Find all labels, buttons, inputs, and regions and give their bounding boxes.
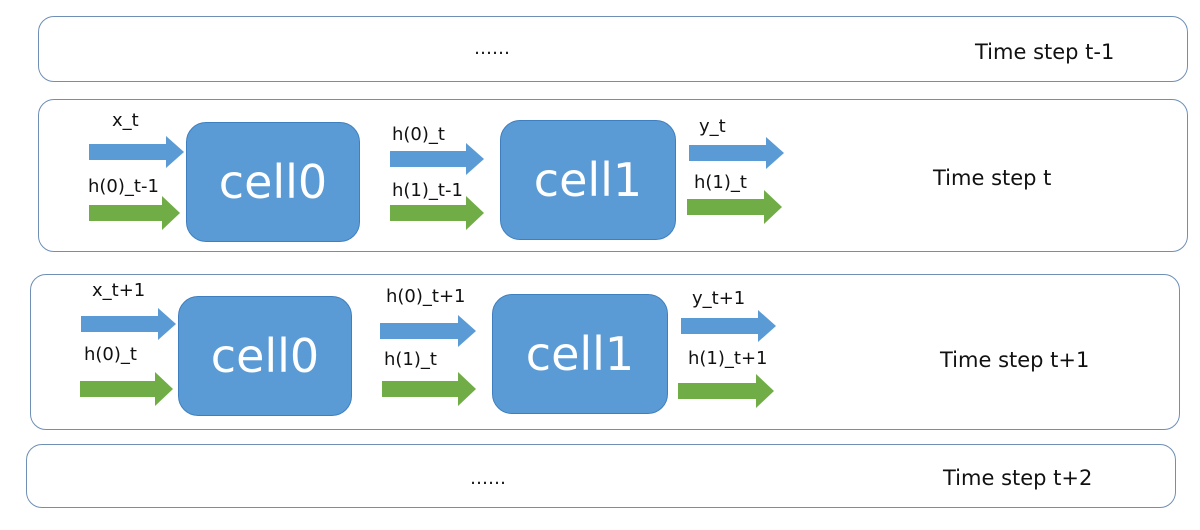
mid-h0-label: h(0)_t [392, 124, 445, 145]
ellipsis: …… [474, 38, 510, 59]
cell1-box: cell1 [500, 120, 676, 240]
timestep-label: Time step t-1 [975, 40, 1115, 64]
cell0-box: cell0 [178, 296, 352, 416]
timestep-row-t-minus-1 [38, 16, 1188, 82]
output-y-label: y_t [699, 116, 726, 137]
input-x-label: x_t+1 [92, 280, 146, 301]
timestep-label: Time step t+1 [940, 348, 1090, 372]
mid-h1-label: h(1)_t [384, 349, 437, 370]
timestep-row-t-plus-2 [26, 444, 1176, 508]
mid-h0-label: h(0)_t+1 [386, 286, 466, 307]
timestep-label: Time step t+2 [943, 466, 1093, 490]
input-x-label: x_t [112, 110, 139, 131]
ellipsis: …… [470, 468, 506, 489]
timestep-label: Time step t [933, 166, 1052, 190]
input-h0-label: h(0)_t [84, 344, 137, 365]
input-h0-label: h(0)_t-1 [88, 176, 159, 197]
cell1-box: cell1 [492, 294, 668, 414]
output-y-label: y_t+1 [692, 288, 746, 309]
mid-h1-label: h(1)_t-1 [392, 180, 463, 201]
cell0-box: cell0 [186, 122, 360, 242]
output-h1-label: h(1)_t+1 [688, 348, 768, 369]
output-h1-label: h(1)_t [694, 172, 747, 193]
